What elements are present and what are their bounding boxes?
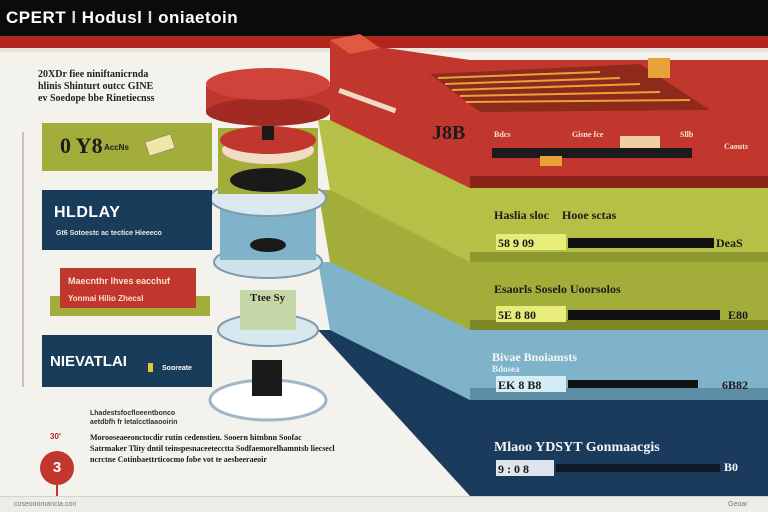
red-block-edge [470, 176, 768, 188]
navy2-card-subtitle: Sooreate [162, 365, 192, 372]
blue-panel-bar [568, 380, 698, 388]
fineprint-lower: Morooseaeeonctocdir rutin cedenstieu. So… [90, 433, 335, 464]
step-badge-stem [56, 485, 58, 497]
top-panel-figure: J8B [432, 122, 466, 144]
top-panel-label-1: Bdcs [494, 130, 511, 139]
intro-text: 20XDr fiee niniftanicrnda hlinis Shintur… [38, 69, 198, 105]
red-block-stripes [437, 71, 691, 103]
olive-info-card: 0 Y8 AccNs [42, 123, 212, 171]
step-number-badge: 3 [40, 451, 74, 485]
navy-panel-bar [556, 464, 720, 472]
olive2-panel-labels: Esaorls Soselo Uoorsolos [494, 282, 621, 296]
olive2-panel-right: E80 [728, 308, 749, 322]
fineprint-marker: 30' [50, 432, 61, 441]
red-block-corner [330, 34, 380, 54]
footer-left-text: coseooomancia.con [14, 501, 77, 508]
red-block-highlight [338, 88, 397, 114]
red-panel-chip [620, 136, 660, 148]
intro-line: ev Soedope bbe Rinetiecnss [38, 93, 155, 104]
footer-bar [0, 496, 768, 512]
header-separator-2: l [142, 8, 159, 27]
blue-panel-value: EK 8 B8 [498, 378, 542, 392]
olive2-panel-value: 5E 8 80 [498, 308, 537, 322]
header-separator: l [66, 8, 82, 27]
navy-panel-right: B0 [724, 460, 739, 474]
navy-panel-value-chip [496, 460, 554, 476]
olive2-panel-bar [568, 310, 720, 320]
header-title-part3: oniaetoin [158, 8, 239, 27]
fineprint-upper: Lhadestsfocfloeentbonco aetdbfh fr letal… [90, 410, 178, 426]
navy-panel-value: 9 : 0 8 [498, 462, 529, 476]
olive-panel-label-a: Haslia sloc [494, 208, 550, 222]
top-header-bar [0, 0, 768, 36]
olive-panel-label-b: Hooe sctas [562, 208, 617, 222]
header-title-part2: Hodusl [81, 8, 143, 27]
disc-tower [206, 68, 330, 422]
blue-panel-right: 6B82 [722, 378, 749, 392]
red-block-tab [648, 58, 670, 78]
red-card-line1: Maecnthr lhves eacchuf [68, 276, 171, 286]
blue-panel-value-chip [496, 376, 566, 392]
top-panel-label-3: Sllb [680, 130, 694, 139]
header-title-part1: CPERT [6, 8, 67, 27]
olive-panel-right: DeaS [716, 236, 743, 250]
left-timeline-rule [22, 132, 24, 387]
olive-layer-lower-edge [470, 320, 768, 330]
navy-info-card-2: NIEVATLAI Sooreate [42, 335, 212, 387]
yellow-marker-icon [148, 363, 153, 372]
olive-card-label: AccNs [104, 143, 129, 152]
header-title: CPERT l Hodusl l oniaetoin [6, 8, 238, 28]
olive2-panel-value-chip [496, 306, 566, 322]
top-panel-label-2: Gisne fce [572, 130, 604, 139]
red-card-line2: Yonmai Hilio Zhecsl [68, 294, 144, 303]
intro-line: hlinis Shinturt outcc GINE [38, 81, 154, 92]
red-panel-bar [492, 148, 692, 158]
navy2-card-title: NIEVATLAI [50, 353, 127, 370]
blue-panel-title: Bivae Bnoiamsts [492, 350, 578, 364]
navy-info-card: HLDLAY Gt6 Sotoestc ac tectice Hieeeco [42, 190, 212, 250]
olive-panel-value-chip [496, 234, 566, 250]
navy-card-title: HLDLAY [54, 204, 121, 221]
accent-band [0, 36, 768, 48]
navy-card-subtitle: Gt6 Sotoestc ac tectice Hieeeco [56, 230, 162, 237]
footer-right-text: Geoar [728, 501, 748, 508]
navy-panel-title: Mlaoo YDSYT Gonmaacgis [494, 440, 660, 455]
red-info-card: Maecnthr lhves eacchuf Yonmai Hilio Zhec… [60, 268, 196, 308]
ticket-icon [144, 133, 176, 157]
tower-mid-label: Ttee Sy [250, 292, 286, 304]
olive-panel-bar [568, 238, 714, 248]
red-panel-chip-2 [540, 156, 562, 166]
top-panel-label-4: Caouts [724, 142, 749, 151]
olive-layer-upper-edge [470, 252, 768, 262]
olive-card-figure: 0 Y8 [60, 133, 103, 158]
olive-panel-value: 58 9 09 [498, 236, 534, 250]
blue-panel-subtitle: Bdosea [492, 364, 520, 374]
intro-line: 20XDr fiee niniftanicrnda [38, 69, 149, 80]
